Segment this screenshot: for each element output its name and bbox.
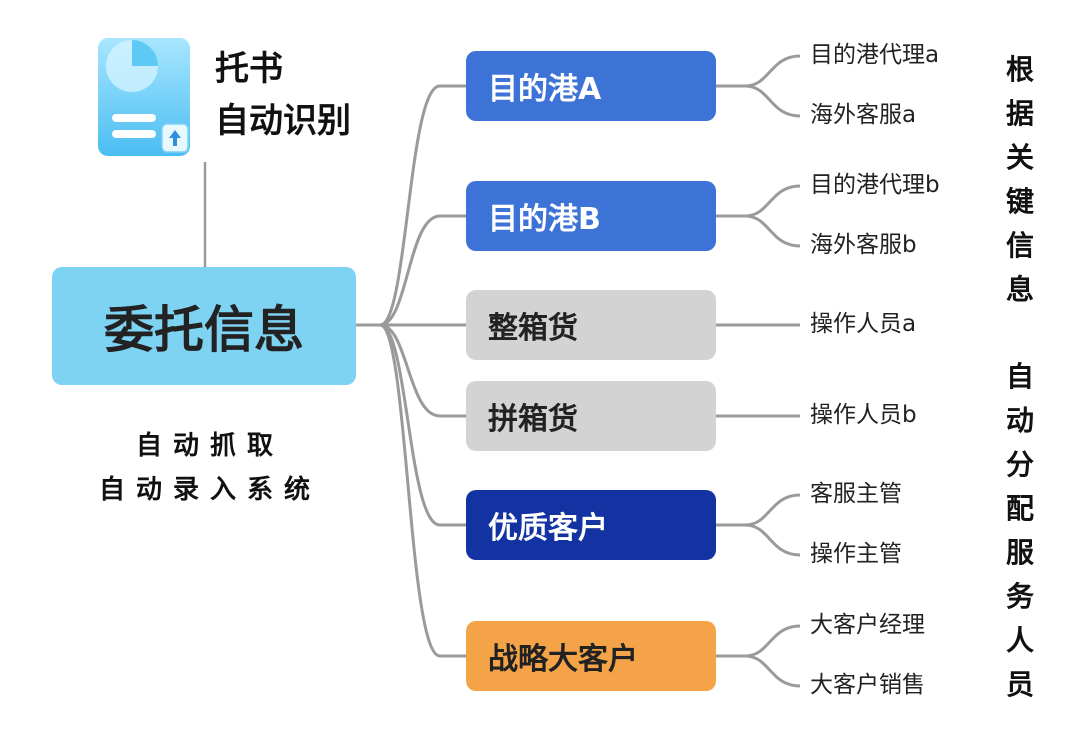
side-text-char: 信	[1005, 229, 1034, 262]
side-text-char: 配	[1005, 492, 1034, 525]
branch-node-1: 目的港B	[466, 181, 716, 251]
side-text-char: 关	[1005, 141, 1034, 174]
branch-node-5: 战略大客户	[466, 621, 716, 691]
connector-branch-1-leaf-1	[716, 214, 801, 248]
side-text-char: 员	[1005, 668, 1034, 701]
leaf-node: 目的港代理b	[810, 172, 940, 198]
connector-root-branch-5	[356, 323, 466, 658]
leaf-node: 大客户销售	[810, 672, 925, 698]
connector-branch-5-leaf-1	[716, 654, 801, 688]
leaf-node: 操作人员b	[810, 402, 917, 428]
branch-label: 优质客户	[488, 511, 608, 546]
branch-node-2: 整箱货	[466, 290, 716, 360]
side-text-char: 据	[1005, 97, 1034, 130]
root-node: 委托信息	[52, 267, 356, 385]
branch-label: 拼箱货	[488, 402, 578, 437]
branch-node-4: 优质客户	[466, 490, 716, 560]
connector-branch-1-leaf-0	[716, 184, 801, 218]
connector-branch-4-leaf-0	[716, 493, 801, 527]
connector-branch-4-leaf-1	[716, 523, 801, 557]
leaf-node: 操作人员a	[810, 311, 917, 337]
side-text-char: 键	[1005, 185, 1034, 218]
title-line-2: 自动识别	[215, 101, 351, 141]
branch-node-3: 拼箱货	[466, 381, 716, 451]
caption-line-2: 自动录入系统	[98, 475, 321, 505]
branch-node-0: 目的港A	[466, 51, 716, 121]
leaf-node: 客服主管	[810, 481, 902, 507]
branch-label: 整箱货	[488, 311, 578, 346]
connector-branch-0-leaf-1	[716, 84, 801, 118]
branch-label: 目的港B	[488, 202, 601, 237]
side-text-char: 自	[1005, 360, 1034, 393]
leaf-node: 海外客服a	[810, 102, 917, 128]
leaf-node: 大客户经理	[810, 612, 925, 638]
connector-branch-0-leaf-0	[716, 54, 801, 88]
side-text-char: 服	[1005, 536, 1034, 569]
branch-label: 战略大客户	[488, 642, 638, 677]
side-text-char: 人	[1005, 624, 1034, 657]
branch-label: 目的港A	[488, 72, 602, 107]
leaf-node: 海外客服b	[810, 232, 917, 258]
side-text-char: 动	[1005, 404, 1034, 437]
root-node-label: 委托信息	[104, 301, 304, 359]
connector-root-branch-4	[356, 323, 466, 527]
title-line-1: 托书	[215, 49, 283, 89]
connector-root-branch-1	[356, 214, 466, 327]
leaf-node: 目的港代理a	[810, 42, 940, 68]
side-text-char: 务	[1005, 580, 1034, 613]
side-text-bottom: 自动分配服务人员	[1000, 355, 1040, 707]
side-text-char: 息	[1005, 273, 1034, 306]
leaf-node: 操作主管	[810, 541, 902, 567]
connector-root-branch-3	[356, 323, 466, 418]
side-text-char: 分	[1005, 448, 1034, 481]
caption-line-1: 自动抓取	[135, 431, 284, 461]
connector-root-branch-0	[356, 84, 466, 327]
side-text-top: 根据关键信息	[1000, 48, 1040, 312]
connector-branch-5-leaf-0	[716, 624, 801, 658]
document-upload-icon	[98, 38, 190, 156]
side-text-char: 根	[1005, 53, 1034, 86]
